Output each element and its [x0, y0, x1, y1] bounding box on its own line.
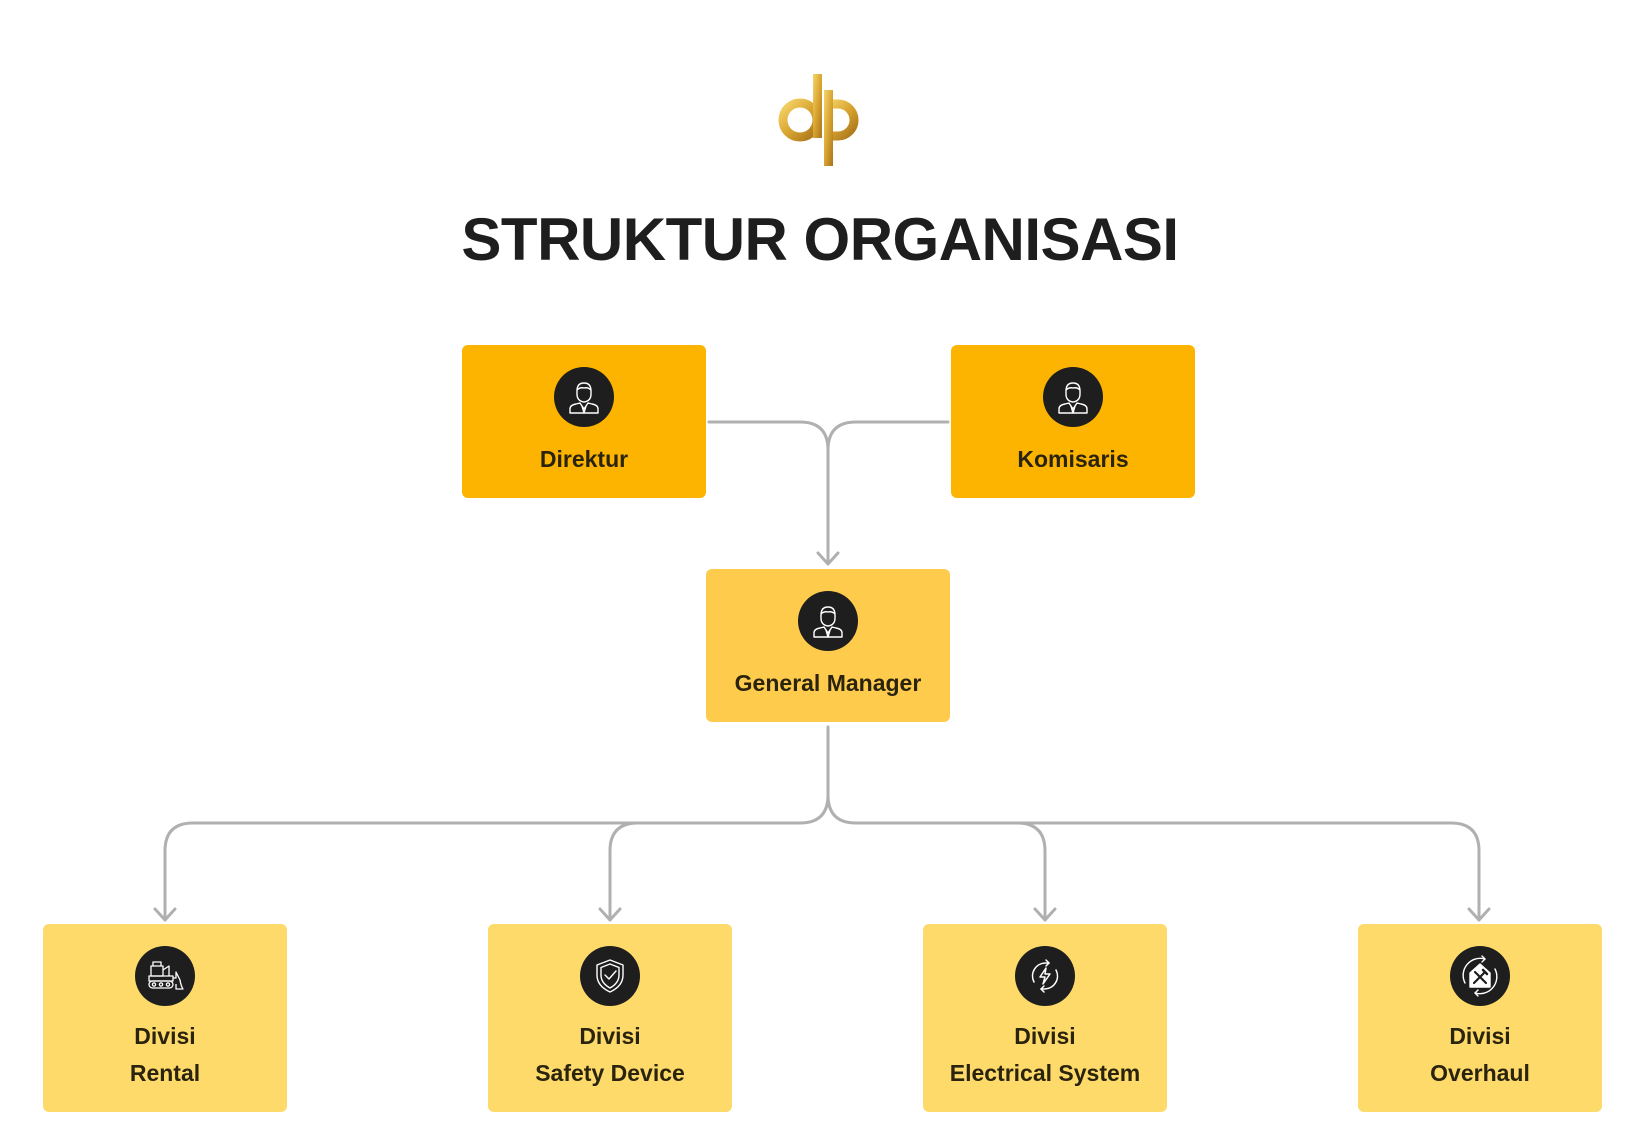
node-komisaris: Komisaris — [951, 345, 1195, 498]
node-label: Komisaris — [1017, 446, 1129, 472]
house-tools-cycle-icon — [1450, 946, 1510, 1006]
node-direktur: Direktur — [462, 345, 706, 498]
node-label: Direktur — [539, 446, 629, 472]
node-label: Divisi Rental — [129, 1023, 201, 1086]
lightning-cycle-icon — [1015, 946, 1075, 1006]
company-logo — [776, 74, 870, 166]
node-divisi-overhaul: Divisi Overhaul — [1358, 924, 1602, 1112]
shield-check-icon — [580, 946, 640, 1006]
businessman-icon — [798, 591, 858, 651]
page-title: STRUKTUR ORGANISASI — [461, 206, 1179, 273]
dp-logo-icon — [778, 74, 859, 166]
node-label: Divisi Safety Device — [535, 1023, 685, 1086]
node-label: General Manager — [734, 670, 922, 696]
node-divisi-safety-device: Divisi Safety Device — [488, 924, 732, 1112]
node-general-manager: General Manager — [706, 569, 950, 722]
node-label: Divisi Electrical System — [949, 1023, 1141, 1086]
node-divisi-electrical-system: Divisi Electrical System — [923, 924, 1167, 1112]
node-divisi-rental: Divisi Rental — [43, 924, 287, 1112]
node-label: Divisi Overhaul — [1430, 1023, 1530, 1086]
businessman-icon — [554, 367, 614, 427]
businessman-icon — [1043, 367, 1103, 427]
bulldozer-icon — [135, 946, 195, 1006]
